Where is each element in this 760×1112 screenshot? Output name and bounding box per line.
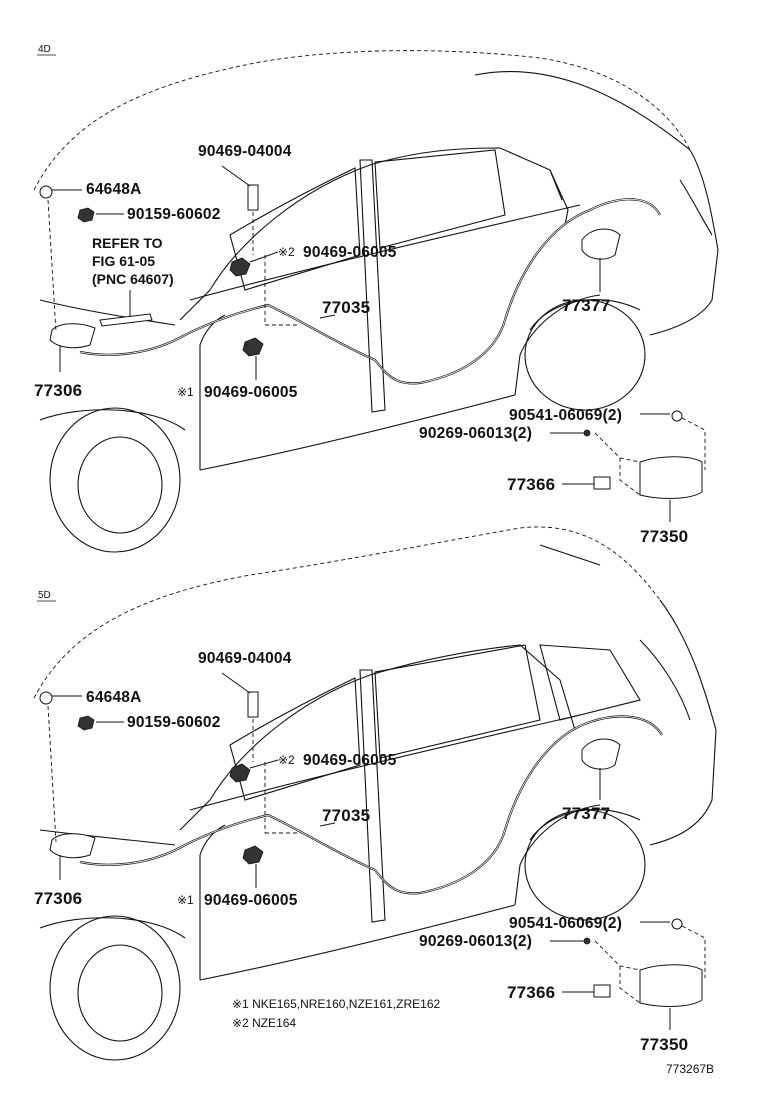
leaders-5d <box>52 672 671 1030</box>
hinge-77366-icon <box>593 476 611 490</box>
label-90541-06069: 90541-06069(2) <box>509 915 622 932</box>
section-4d: 4D <box>33 44 719 553</box>
fuel-door-77350-icon <box>639 456 703 499</box>
clamp-06005-b-icon <box>242 337 264 357</box>
cap-64648a-icon <box>39 185 53 199</box>
label-77306: 77306 <box>34 889 82 908</box>
label-77350: 77350 <box>640 527 688 546</box>
screw-90159-icon <box>77 207 95 223</box>
figure-id: 773267B <box>666 1062 714 1076</box>
label-77035: 77035 <box>322 806 370 825</box>
label-90269-06013: 90269-06013(2) <box>419 425 532 442</box>
label-77377: 77377 <box>562 296 610 315</box>
clip-90541-icon <box>671 918 683 930</box>
lever-77306-icon <box>49 323 96 349</box>
label-90469-04004: 90469-04004 <box>198 143 292 160</box>
label-64648a: 64648A <box>86 181 142 198</box>
footnote-2: ※2 NZE164 <box>232 1016 296 1030</box>
label-77366: 77366 <box>507 475 555 494</box>
clip-90541-icon <box>671 410 683 422</box>
clamp-06005-b-icon <box>242 845 264 865</box>
leaders-4d <box>52 165 671 522</box>
clamp-06005-a-icon <box>229 257 251 277</box>
hatch-body-outline <box>33 526 717 1061</box>
label-77306: 77306 <box>34 381 82 400</box>
lever-77306-icon <box>49 833 96 859</box>
label-mark-2: ※2 <box>278 245 295 259</box>
lock-77377-icon <box>581 738 621 770</box>
label-77377: 77377 <box>562 804 610 823</box>
sedan-body-outline <box>33 50 719 553</box>
label-refer-line2: FIG 61-05 <box>92 253 155 269</box>
label-77366: 77366 <box>507 983 555 1002</box>
guides-4d <box>47 199 706 496</box>
section-5d: 5D <box>33 526 717 1061</box>
parts-4d <box>39 184 703 499</box>
label-77035: 77035 <box>322 298 370 317</box>
clamp-04004-icon <box>247 691 259 718</box>
screw-90269-icon <box>583 429 591 437</box>
clamp-04004-icon <box>247 184 259 211</box>
door-harness-77035 <box>79 198 661 385</box>
label-90541-06069: 90541-06069(2) <box>509 407 622 424</box>
hinge-77366-icon <box>593 984 611 998</box>
fuel-door-77350-icon <box>639 964 703 1007</box>
cap-64648a-icon <box>39 691 53 705</box>
rod-icon <box>99 313 153 327</box>
label-90159-60602: 90159-60602 <box>127 206 221 223</box>
footnote-1: ※1 NKE165,NRE160,NZE161,ZRE162 <box>232 997 440 1011</box>
label-90469-06005-b: 90469-06005 <box>204 384 298 401</box>
label-90269-06013: 90269-06013(2) <box>419 933 532 950</box>
label-mark-2: ※2 <box>278 753 295 767</box>
section-tag-4d: 4D <box>38 44 51 55</box>
lock-77377-icon <box>581 228 621 260</box>
label-90159-60602: 90159-60602 <box>127 714 221 731</box>
screw-90269-icon <box>583 937 591 945</box>
parts-5d <box>39 691 703 1007</box>
label-mark-1: ※1 <box>177 893 194 907</box>
clamp-06005-a-icon <box>229 763 251 783</box>
label-refer-line3: (PNC 64607) <box>92 271 174 287</box>
label-77350: 77350 <box>640 1035 688 1054</box>
label-90469-06005-b: 90469-06005 <box>204 892 298 909</box>
section-tag-5d: 5D <box>38 590 51 601</box>
label-90469-06005-a: 90469-06005 <box>303 752 397 769</box>
guides-5d <box>47 705 706 1004</box>
label-refer-line1: REFER TO <box>92 235 163 251</box>
label-90469-04004: 90469-04004 <box>198 650 292 667</box>
label-mark-1: ※1 <box>177 385 194 399</box>
door-harness-77035 <box>79 715 663 895</box>
label-90469-06005-a: 90469-06005 <box>303 244 397 261</box>
screw-90159-icon <box>77 715 95 731</box>
label-64648a: 64648A <box>86 689 142 706</box>
